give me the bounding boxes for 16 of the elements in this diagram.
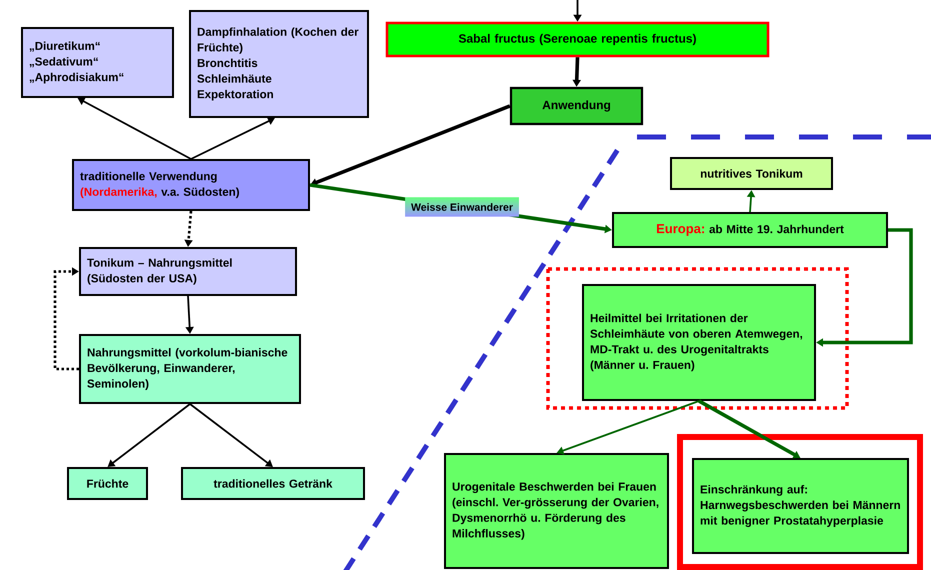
process-box: Anwendung xyxy=(510,86,644,126)
process-box: nutritives Tonikum xyxy=(670,157,833,190)
process-box: traditionelle Verwendung (Nordamerika, v.a. Südosten) xyxy=(72,159,310,211)
process-box: Einschränkung auf: Harnwegsbeschwerden bei Männern mit benigner Prostatahyperplasie xyxy=(692,458,910,554)
process-box: Nahrungsmittel (vorkolum-bianische Bevölkerung, Einwanderer, Seminolen) xyxy=(79,334,301,404)
process-box: „Diuretikum“ „Sedativum“ „Aphrodisiakum“ xyxy=(21,27,174,98)
process-box: Früchte xyxy=(67,467,148,500)
process-box: Tonikum – Nahrungsmittel (Südosten der USA) xyxy=(79,247,297,296)
title-box: Sabal fructus (Serenoae repentis fructus) xyxy=(386,22,770,58)
process-box: Heilmittel bei Irritationen der Schleimhäute von oberen Atemwegen, MD-Trakt u. des Urogenitaltrakts (Männer u. Frauen) xyxy=(582,284,816,401)
process-box: Urogenitale Beschwerden bei Frauen (einschl. Ver-grösserung der Ovarien, Dysmenorrhö u. Förderung des Milchflusses) xyxy=(444,453,669,569)
arrow xyxy=(54,267,79,370)
process-box: Dampfinhalation (Kochen der Früchte) Bronchtitis Schleimhäute Expektoration xyxy=(189,10,369,118)
process-box: traditionelles Getränk xyxy=(181,467,365,500)
process-box: Europa: ab Mitte 19. Jahrhundert xyxy=(612,212,888,248)
edge-label: Weisse Einwanderer xyxy=(411,203,513,211)
